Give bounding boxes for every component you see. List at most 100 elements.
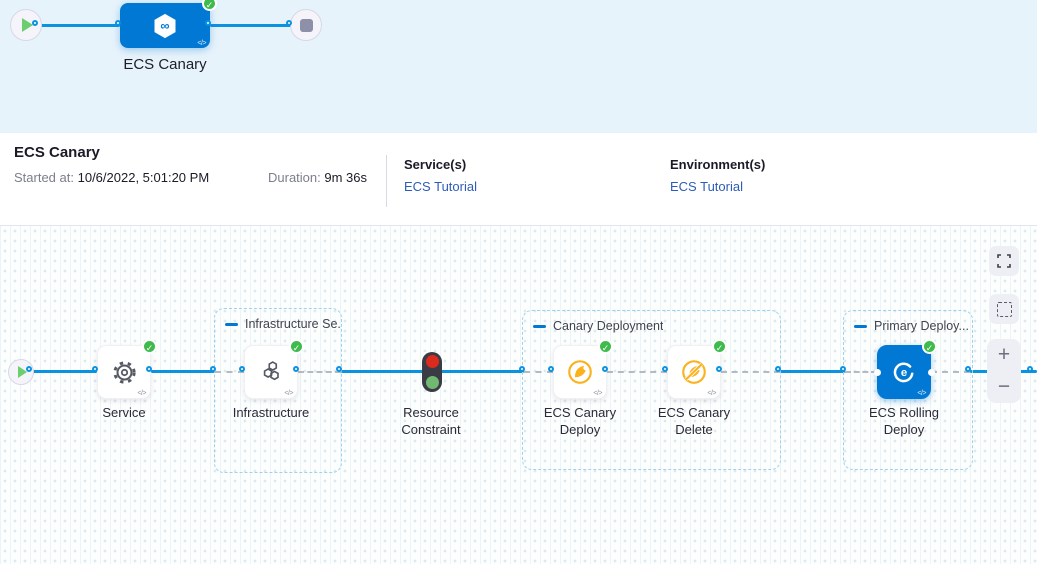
connector-line-dashed	[845, 371, 877, 373]
duration-value: 9m 36s	[324, 170, 368, 185]
started-label: Started at:	[14, 170, 74, 185]
collapse-dash-icon[interactable]	[533, 324, 546, 328]
step-node-ecs-canary-deploy[interactable]: ✓ </>	[553, 339, 613, 399]
group-title: Infrastructure Se...	[245, 317, 341, 331]
fit-to-screen-button[interactable]	[989, 246, 1019, 276]
step-label-infrastructure: Infrastructure	[232, 405, 310, 420]
connector-port	[145, 366, 152, 372]
play-icon	[22, 18, 33, 32]
connector-port	[31, 20, 38, 26]
connector-line-dashed	[524, 371, 553, 373]
connector-line	[341, 370, 424, 373]
selection-box-icon	[996, 301, 1012, 317]
svg-text:e: e	[901, 367, 907, 379]
harness-cd-icon: ∞	[120, 3, 210, 48]
marquee-select-button[interactable]	[989, 294, 1019, 324]
step-label-ecs-canary-deploy: ECS Canary Deploy	[543, 405, 617, 437]
stage-connector-line	[210, 24, 306, 27]
collapse-dash-icon[interactable]	[854, 324, 867, 328]
connector-port	[209, 366, 216, 372]
connector-line	[151, 370, 215, 373]
step-label-ecs-canary-delete: ECS Canary Delete	[657, 405, 731, 437]
execution-header: ECS Canary Started at: 10/6/2022, 5:01:2…	[0, 133, 1037, 226]
fullscreen-icon	[997, 254, 1011, 268]
environments-label: Environment(s)	[670, 157, 766, 172]
connector-port	[292, 366, 299, 372]
step-node-ecs-canary-delete[interactable]: ✓ </>	[667, 339, 727, 399]
environments-link[interactable]: ECS Tutorial	[670, 179, 743, 194]
services-label: Service(s)	[404, 157, 467, 172]
traffic-light-green-icon	[425, 376, 439, 389]
pipeline-end-node[interactable]	[290, 9, 322, 41]
connector-port	[873, 368, 881, 376]
step-node-resource-constraint[interactable]	[422, 352, 442, 392]
connector-line	[21, 370, 97, 373]
duration: Duration: 9m 36s	[268, 170, 367, 185]
connector-port	[715, 366, 722, 372]
collapse-dash-icon[interactable]	[225, 322, 238, 326]
connector-port	[204, 20, 211, 26]
connector-port	[518, 366, 525, 372]
hexagons-icon	[245, 346, 297, 398]
connector-port	[285, 20, 292, 26]
step-node-infrastructure[interactable]: ✓ </>	[244, 339, 304, 399]
connector-line-dashed	[931, 371, 970, 373]
connector-port	[839, 366, 846, 372]
connector-port	[661, 366, 668, 372]
connector-line	[780, 370, 845, 373]
traffic-light-red-icon	[425, 355, 439, 368]
zoom-in-button[interactable]: +	[997, 343, 1011, 366]
step-node-ecs-rolling-deploy[interactable]: e ✓ </>	[877, 339, 937, 399]
page-title: ECS Canary	[14, 144, 100, 161]
connector-port	[25, 366, 32, 372]
stage-connector-line	[26, 24, 120, 27]
step-label-ecs-rolling-deploy: ECS Rolling Deploy	[868, 405, 940, 437]
group-box-infrastructure[interactable]: Infrastructure Se...	[214, 308, 342, 473]
connector-port	[335, 366, 342, 372]
connector-port	[91, 366, 98, 372]
connector-line-dashed	[298, 371, 341, 373]
connector-port	[927, 368, 935, 376]
stage-node-ecs-canary[interactable]: ∞ ✓ </>	[120, 0, 217, 48]
code-icon: </>	[284, 390, 293, 397]
group-title: Canary Deployment	[553, 319, 664, 333]
step-node-service[interactable]: ✓ </>	[97, 339, 157, 399]
stop-icon	[299, 18, 313, 32]
connector-port	[238, 366, 245, 372]
execution-graph-canvas[interactable]: Infrastructure Se... Canary Deployment P…	[0, 226, 1037, 564]
canary-delete-icon	[668, 346, 720, 398]
connector-port	[774, 366, 781, 372]
success-check-icon: ✓	[202, 0, 217, 11]
success-check-icon: ✓	[289, 339, 304, 354]
connector-port	[601, 366, 608, 372]
ecs-icon: e	[878, 346, 930, 398]
success-check-icon: ✓	[922, 339, 937, 354]
connector-line-dashed	[215, 371, 244, 373]
code-icon: </>	[707, 390, 716, 397]
connector-port	[114, 20, 121, 26]
graph-start-node[interactable]	[8, 359, 34, 385]
duration-label: Duration:	[268, 170, 321, 185]
connector-line-dashed	[607, 371, 667, 373]
group-box-canary-deployment[interactable]: Canary Deployment	[522, 310, 781, 470]
svg-text:∞: ∞	[160, 18, 169, 33]
zoom-out-button[interactable]: −	[997, 375, 1011, 398]
step-label-resource-constraint: Resource Constraint	[401, 405, 461, 437]
divider	[386, 155, 387, 207]
step-label-service: Service	[102, 405, 146, 420]
success-check-icon: ✓	[712, 339, 727, 354]
connector-line-dashed	[721, 371, 780, 373]
services-link[interactable]: ECS Tutorial	[404, 179, 477, 194]
group-box-primary-deployment[interactable]: Primary Deploy...	[843, 310, 973, 470]
code-icon: </>	[137, 390, 146, 397]
connector-port	[547, 366, 554, 372]
success-check-icon: ✓	[142, 339, 157, 354]
stage-strip: ∞ ✓ </> ECS Canary	[0, 0, 1037, 133]
connector-port	[964, 366, 971, 372]
started-value: 10/6/2022, 5:01:20 PM	[77, 170, 210, 185]
success-check-icon: ✓	[598, 339, 613, 354]
started-at: Started at: 10/6/2022, 5:01:20 PM	[14, 170, 209, 185]
code-icon: </>	[593, 390, 602, 397]
gear-icon	[98, 346, 150, 398]
